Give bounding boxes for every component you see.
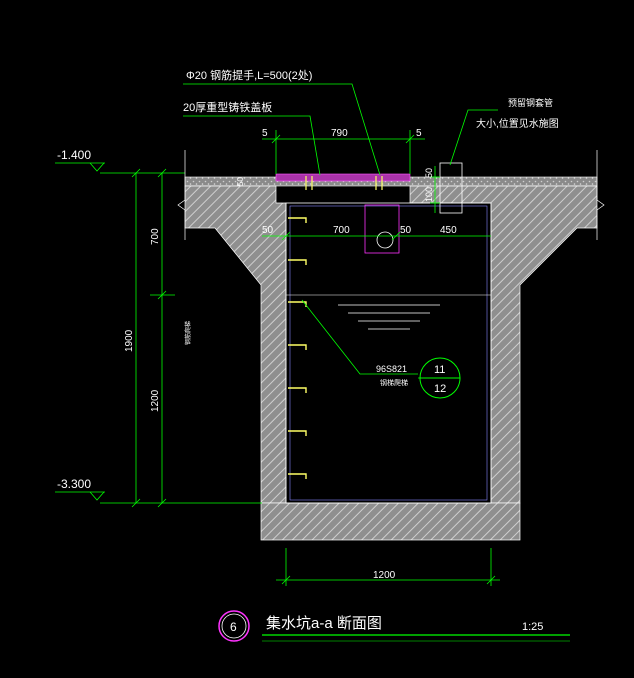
ref-bottom-number: 12 — [434, 383, 446, 395]
cover-plate — [275, 173, 411, 182]
section-number: 6 — [230, 620, 237, 634]
pipe-sleeve-circle — [376, 231, 394, 249]
dim-1900: 1900 — [124, 329, 135, 352]
pit-floor — [260, 502, 521, 541]
rebar-handle-label: Φ20 钢筋提手,L=500(2处) — [186, 68, 312, 82]
pipe-sleeve-box — [364, 204, 400, 254]
cover-plate-label: 20厚重型铸铁盖板 — [183, 100, 272, 114]
sleeve-note-label: 大小,位置见水施图 — [476, 117, 559, 130]
dim-top-5-left: 5 — [262, 128, 268, 139]
dim-50-left: 50 — [262, 225, 274, 236]
std-code-label: 96S821 — [376, 364, 407, 374]
elev-bottom-label: -3.300 — [57, 477, 91, 491]
dim-1200-v: 1200 — [150, 389, 161, 412]
pit-cavity — [285, 202, 492, 504]
dim-50-vert: 50 — [424, 168, 434, 178]
dim-450: 450 — [440, 225, 457, 236]
vertical-note: 钢筋爬梯 — [184, 321, 192, 345]
scale-label: 1:25 — [522, 621, 543, 633]
ref-top-number: 11 — [434, 364, 445, 376]
dim-700-h: 700 — [333, 225, 350, 236]
dim-top-790: 790 — [331, 128, 348, 139]
elev-top-label: -1.400 — [57, 148, 91, 162]
dim-1200-bottom: 1200 — [373, 570, 396, 581]
ladder-rungs — [288, 217, 307, 479]
dim-50-small: 50 — [236, 177, 245, 186]
lifting-handle-right — [375, 176, 383, 190]
dim-top-5-right: 5 — [416, 128, 422, 139]
dim-50-mid: 50 — [400, 225, 412, 236]
dim-700-v: 700 — [150, 228, 161, 245]
pit-cavity-inner — [289, 205, 488, 501]
pit-wall-right — [409, 185, 598, 504]
ladder-note-label: 钢梯爬梯 — [380, 378, 408, 387]
dim-100: 100 — [424, 187, 434, 202]
sleeve-title-label: 预留钢套管 — [508, 97, 553, 108]
section-title: 集水坑a-a 断面图 — [266, 615, 382, 632]
lifting-handle-left — [305, 176, 313, 190]
section-number-circle — [218, 610, 250, 642]
